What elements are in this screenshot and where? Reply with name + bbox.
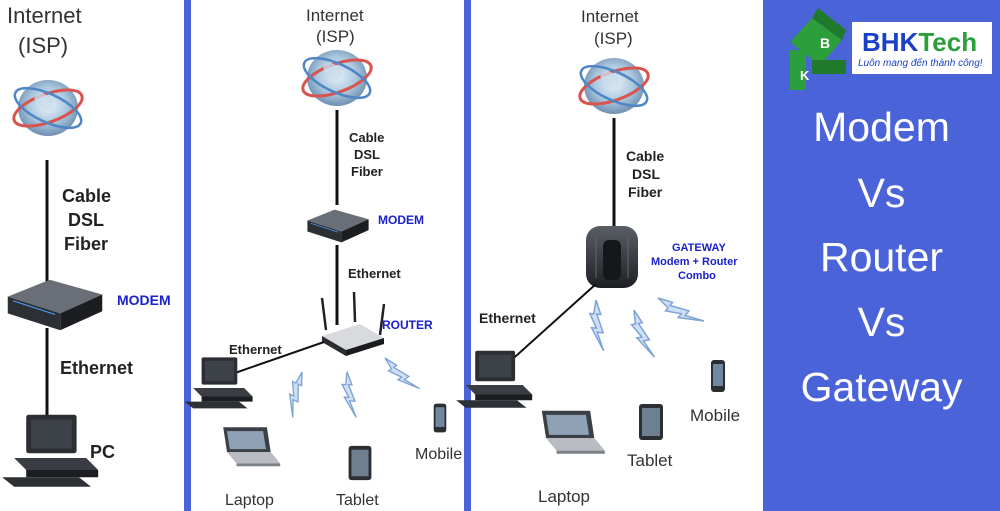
panel-divider-2 [464, 0, 471, 511]
ethernet-line [231, 341, 325, 375]
pc-label: PC [90, 442, 116, 462]
internet-label: Internet [7, 3, 82, 28]
wireless-signal-icon [585, 298, 609, 352]
connection-type-cable: Cable [349, 130, 385, 145]
modem-icon [7, 279, 103, 331]
gateway-icon [586, 226, 638, 288]
tablet-label: Tablet [336, 492, 379, 509]
ethernet-label: Ethernet [348, 266, 401, 281]
title-gateway: Gateway [800, 364, 963, 410]
svg-text:B: B [820, 35, 830, 51]
mobile-label: Mobile [415, 446, 463, 463]
bhk-logo: B K [790, 8, 992, 90]
laptop-icon [541, 410, 605, 454]
connection-type-fiber: Fiber [351, 164, 383, 179]
connection-type-dsl: DSL [354, 147, 380, 162]
tablet-icon [348, 445, 372, 481]
wireless-signal-icon [654, 288, 705, 335]
title-modem: Modem [813, 104, 950, 150]
globe-icon [296, 48, 378, 108]
mobile-icon [433, 403, 447, 433]
brand-name: BHKTech [862, 27, 978, 57]
laptop-icon [223, 427, 281, 467]
internet-label: Internet [581, 7, 639, 26]
ethernet-line [505, 283, 597, 366]
internet-label: Internet [306, 6, 364, 25]
title-vs-2: Vs [857, 299, 906, 345]
pc-icon [184, 357, 253, 409]
svg-text:K: K [800, 68, 810, 83]
wireless-signal-icon [340, 371, 359, 419]
connection-type-cable: Cable [626, 148, 665, 164]
panel-divider-1 [184, 0, 191, 511]
mobile-icon [711, 360, 725, 392]
connection-type-dsl: DSL [632, 166, 660, 182]
modem-label: MODEM [117, 292, 171, 308]
wireless-signal-icon [278, 369, 313, 419]
mobile-label: Mobile [690, 406, 741, 425]
laptop-label: Laptop [538, 487, 590, 506]
tablet-icon [639, 404, 663, 440]
ethernet-label: Ethernet [479, 310, 536, 326]
globe-icon [7, 78, 89, 138]
modem-label: MODEM [378, 213, 424, 227]
pc-icon [456, 350, 533, 408]
connection-type-cable: Cable [62, 186, 112, 206]
pc-icon [2, 414, 99, 487]
ethernet-label: Ethernet [229, 342, 282, 357]
isp-label: (ISP) [594, 29, 633, 48]
title-vs-1: Vs [857, 170, 906, 216]
tablet-label: Tablet [627, 451, 673, 470]
brand-slogan: Luôn mang đến thành công! [858, 58, 983, 69]
gateway-label: GATEWAY [672, 242, 726, 254]
isp-label: (ISP) [18, 33, 69, 58]
connection-type-fiber: Fiber [628, 184, 663, 200]
connection-type-dsl: DSL [68, 210, 104, 230]
globe-icon [573, 56, 655, 116]
connection-type-fiber: Fiber [64, 234, 109, 254]
isp-label: (ISP) [316, 27, 355, 46]
laptop-label: Laptop [225, 492, 274, 509]
gateway-sublabel: Combo [678, 270, 716, 282]
gateway-sublabel: Modem + Router [651, 256, 738, 268]
modem-icon [307, 209, 369, 243]
router-label: ROUTER [382, 318, 433, 332]
wireless-signal-icon [628, 307, 656, 361]
router-icon [320, 291, 386, 356]
ethernet-label: Ethernet [60, 358, 134, 378]
wireless-signal-icon [380, 351, 421, 399]
title-router: Router [819, 234, 944, 280]
